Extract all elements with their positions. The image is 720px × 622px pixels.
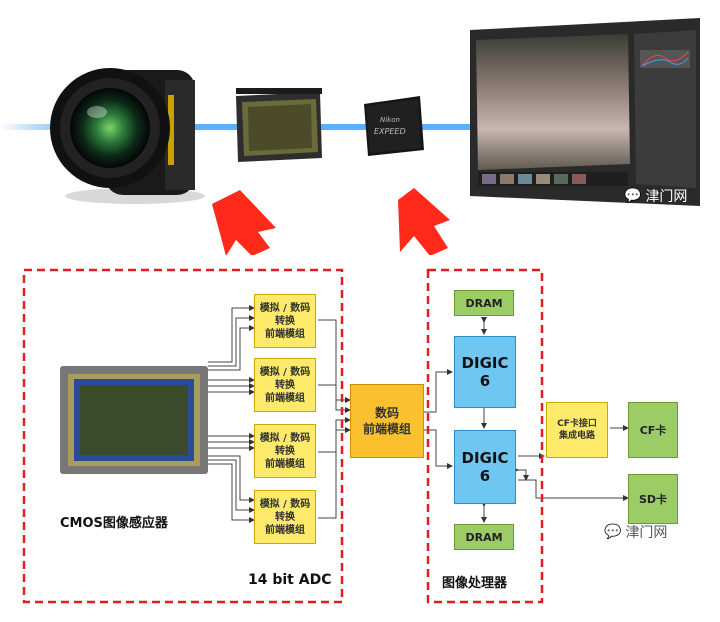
adc-group-border	[22, 268, 344, 604]
cmos-sensor-chip	[60, 366, 208, 474]
light-beam	[0, 124, 470, 130]
adc-group-label: 14 bit ADC	[248, 572, 332, 588]
adc-module-4: 模拟 / 数码 转换 前端模组	[254, 490, 316, 544]
wechat-icon: 💬	[604, 524, 622, 540]
wechat-icon: 💬	[624, 188, 642, 204]
chip-model: EXPEED	[374, 127, 406, 136]
red-up-arrows	[212, 188, 450, 255]
camera-pipeline-graphic: Nikon EXPEED	[0, 18, 700, 255]
processor-chip-photo: Nikon EXPEED	[364, 96, 424, 156]
dram-bottom: DRAM	[454, 524, 514, 550]
sensor-module-photo	[236, 88, 322, 162]
lens-photo	[50, 68, 205, 204]
dram-top: DRAM	[454, 290, 514, 316]
cmos-sensor-label: CMOS图像感应器	[60, 516, 168, 531]
digital-frontend-module: 数码 前端模组	[350, 384, 424, 458]
processor-group-label: 图像处理器	[442, 576, 508, 591]
chip-brand: Nikon	[380, 116, 400, 124]
adc-module-3: 模拟 / 数码 转换 前端模组	[254, 424, 316, 478]
monitor-watermark-text: 津门网	[645, 189, 688, 205]
adc-module-2: 模拟 / 数码 转换 前端模组	[254, 358, 316, 412]
monitor-photo	[470, 18, 700, 206]
camera-pipeline-photo: Nikon EXPEED 💬 津门网	[0, 0, 720, 255]
cf-card: CF卡	[628, 402, 678, 458]
processor-group-border	[426, 268, 544, 604]
diagram-watermark-text: 津门网	[625, 525, 668, 541]
monitor-watermark: 💬 津门网	[624, 186, 687, 206]
cf-interface-ic: CF卡接口 集成电路	[546, 402, 608, 458]
digic-processor-bottom: DIGIC 6	[454, 430, 516, 504]
sd-card: SD卡	[628, 474, 678, 524]
diagram-watermark: 💬 津门网	[604, 522, 667, 542]
digic-processor-top: DIGIC 6	[454, 336, 516, 408]
adc-module-1: 模拟 / 数码 转换 前端模组	[254, 294, 316, 348]
